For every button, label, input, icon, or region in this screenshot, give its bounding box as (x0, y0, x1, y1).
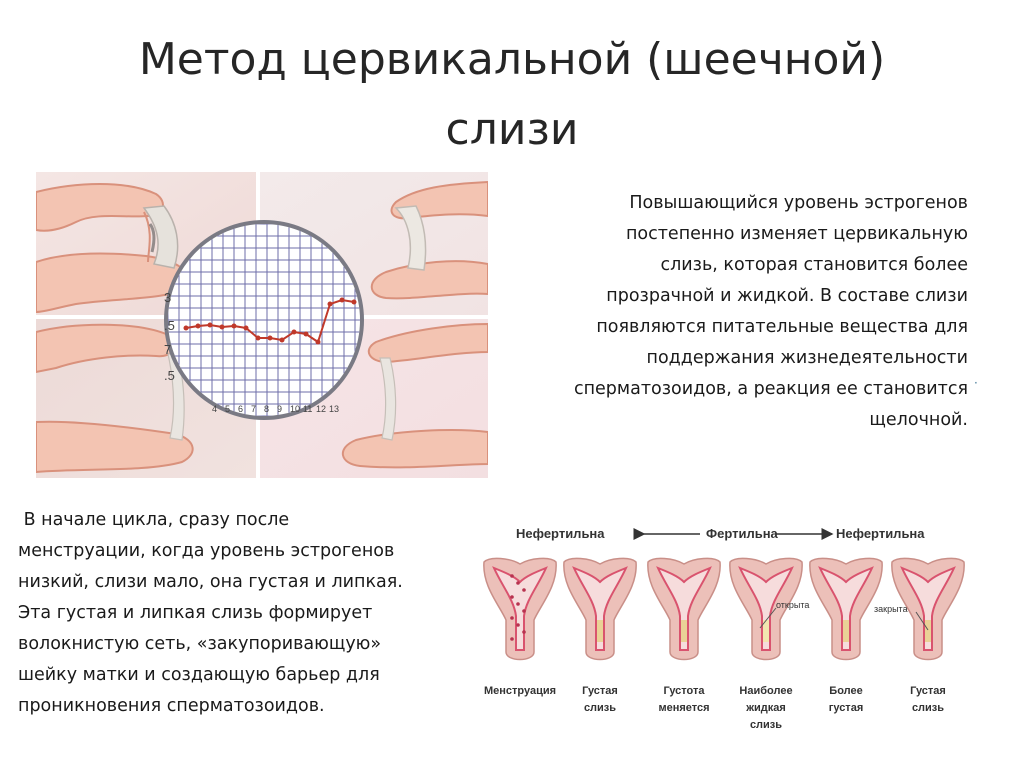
diagram-label: слизь (584, 702, 616, 714)
title-line-1: Метод цервикальной (шеечной) (138, 34, 886, 85)
uterus-figure (809, 557, 883, 661)
stray-dot: · (974, 376, 978, 390)
text-line: сперматозоидов, а реакция ее становится (573, 379, 968, 399)
diagram-label: Густота (664, 685, 706, 697)
text-line: щелочной. (869, 410, 968, 430)
header-fertile: Фертильна (706, 526, 779, 541)
temperature-point (219, 324, 225, 330)
callout-open: открыта (776, 600, 809, 610)
text-line: шейку матки и создающую барьер для (18, 665, 380, 685)
temperature-point (231, 323, 237, 329)
text-line: низкий, слизи мало, она густая и липкая. (18, 572, 403, 592)
diagram-label: Густая (582, 685, 618, 697)
temperature-point (183, 325, 189, 331)
temperature-point (315, 339, 321, 345)
temperature-point (267, 335, 273, 341)
y-tick: .5 (164, 318, 175, 333)
text-line: постепенно изменяет цервикальную (625, 224, 968, 244)
text-line: Повышающийся уровень эстрогенов (629, 193, 968, 213)
text-line: менструации, когда уровень эстрогенов (18, 541, 395, 561)
y-tick: .5 (164, 368, 175, 383)
text-line: проникновения сперматозоидов. (18, 696, 325, 716)
temperature-point (339, 297, 345, 303)
uterus-figure (563, 557, 637, 661)
temperature-point (351, 299, 357, 305)
diagram-label: слизь (750, 719, 782, 731)
text-line: слизь, которая становится более (660, 255, 968, 275)
diagram-label: меняется (658, 702, 709, 714)
header-nonfertile-left: Нефертильна (516, 526, 605, 541)
text-line: прозрачной и жидкой. В составе слизи (606, 286, 968, 306)
hand-bottom-left (36, 323, 194, 474)
hand-top-left (36, 183, 190, 314)
x-tick: 8 (264, 404, 269, 414)
y-tick: 7 (164, 342, 171, 357)
text-line: появляются питательные вещества для (596, 317, 968, 337)
title-line-2: слизи (445, 104, 579, 155)
diagram-label: густая (829, 702, 863, 714)
x-tick: 9 (277, 404, 282, 414)
uterus-figure (729, 557, 803, 661)
diagram-label: слизь (912, 702, 944, 714)
temperature-point (243, 325, 249, 331)
chart-inset-y-ticks: 3 .5 7 .5 (164, 290, 175, 383)
temperature-point (195, 323, 201, 329)
temperature-point (279, 337, 285, 343)
text-line: В начале цикла, сразу после (18, 510, 290, 530)
thick-mucus (142, 205, 179, 269)
temperature-point (327, 301, 333, 307)
callout-line-open (759, 607, 777, 629)
x-tick: 13 (329, 404, 339, 414)
uterus-figure (483, 557, 557, 661)
text-line: Эта густая и липкая слизь формирует (18, 603, 373, 623)
x-tick: 10 (290, 404, 300, 414)
estrogen-paragraph: Повышающийся уровень эстрогенов постепен… (496, 188, 968, 436)
uterus-figure (647, 557, 721, 661)
stretchy-mucus (394, 205, 427, 271)
x-tick: 11 (303, 404, 312, 414)
text-line: волокнистую сеть, «закупоривающую» (18, 634, 382, 654)
clear-mucus (379, 357, 397, 441)
callout-closed: закрыта (874, 604, 908, 614)
hand-bottom-right (342, 322, 488, 469)
temperature-point (291, 329, 297, 335)
diagram-label: Наиболее (739, 685, 792, 697)
x-tick: 6 (238, 404, 243, 414)
fertility-diagram: Нефертильна Фертильна Нефертильна открыт… (483, 526, 965, 731)
uterus-figure (891, 557, 965, 661)
diagram-label: жидкая (745, 702, 786, 714)
diagram-label: Густая (910, 685, 946, 697)
temperature-point (303, 331, 309, 337)
x-tick: 7 (251, 404, 256, 414)
y-tick: 3 (164, 290, 171, 305)
callout-line-closed (915, 611, 929, 631)
x-tick: 12 (316, 404, 326, 414)
diagram-label: Более (829, 685, 862, 697)
temperature-point (255, 335, 261, 341)
header-nonfertile-right: Нефертильна (836, 526, 925, 541)
x-tick: 4 (212, 404, 217, 414)
cycle-start-paragraph: В начале цикла, сразу после менструации,… (18, 505, 478, 722)
x-tick: 5 (225, 404, 230, 414)
diagram-label: Менструация (484, 685, 556, 697)
temperature-point (207, 322, 213, 328)
text-line: поддержания жизнедеятельности (646, 348, 968, 368)
